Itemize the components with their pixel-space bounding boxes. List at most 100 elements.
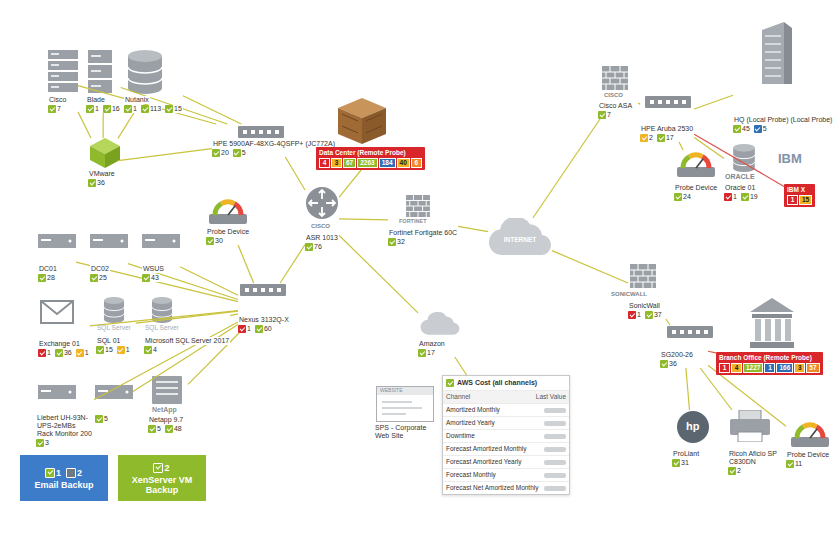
network-link <box>686 368 690 410</box>
device-node: Probe Device30 <box>206 196 250 245</box>
check-square <box>206 237 214 245</box>
status-badge: 45 <box>733 125 751 133</box>
network-link <box>103 113 104 138</box>
check-square <box>36 439 44 447</box>
check-square <box>141 105 149 113</box>
check-square <box>144 346 152 354</box>
status-badge: 36 <box>55 349 73 357</box>
sensor-count: 1 <box>126 346 130 354</box>
device-name: Microsoft SQL Server 2017 <box>144 337 230 345</box>
sensor-count: 5 <box>242 149 246 157</box>
status-badge: 1 <box>76 349 90 357</box>
badge-row: 11 <box>786 460 830 468</box>
status-count: 1 <box>764 363 775 373</box>
check-square <box>117 346 125 354</box>
sensor-count: 113 <box>150 105 161 113</box>
badge-row: 4 <box>144 346 230 354</box>
device-node: ASR 101376 <box>305 186 339 251</box>
check-square <box>153 463 163 473</box>
blurred-value <box>544 408 566 413</box>
check-square <box>165 425 173 433</box>
status-badge: 16 <box>103 105 121 113</box>
sensor-count: 76 <box>314 243 322 251</box>
badge-row: 1 113 15 <box>124 105 183 113</box>
badge-row: 36 <box>660 360 708 368</box>
network-link <box>183 96 241 124</box>
probe-icon <box>677 155 715 177</box>
badge-row: 2 <box>153 463 170 473</box>
status-badge: 5 <box>148 425 162 433</box>
network-link <box>128 264 238 300</box>
switch-icon <box>667 326 713 338</box>
status-badge: 2 <box>153 463 170 473</box>
table-row: Forecast Monthly <box>443 468 569 481</box>
network-link <box>133 325 238 392</box>
sensor-count: 1 <box>133 105 137 113</box>
switch-icon <box>645 96 691 108</box>
device-node: Nexus 3132Q-X160 <box>238 283 290 333</box>
probe-title: Branch Office (Remote Probe) <box>719 354 820 362</box>
device-node: 5 <box>95 384 133 423</box>
blade-icon <box>88 50 112 93</box>
switch-icon <box>238 126 284 138</box>
table-row: Amortized Yearly <box>443 416 569 429</box>
table-row: Downtime <box>443 429 569 442</box>
cloud-outline <box>489 218 551 255</box>
check-square <box>86 105 94 113</box>
sensor-count: 24 <box>683 193 691 201</box>
device-node: Probe Device11 <box>786 419 830 468</box>
device-name: Oracle 01 <box>724 184 756 192</box>
firewall-icon <box>630 264 656 288</box>
table-cell: Forecast Amortized Yearly <box>446 458 544 466</box>
device-name: Probe Device <box>786 451 830 459</box>
device-name: HQ (Local Probe) (Local Probe) <box>733 116 833 124</box>
status-badge: 17 <box>418 349 436 357</box>
status-badge: 1 <box>124 105 138 113</box>
rack-icon <box>95 385 133 399</box>
status-badge: 3 <box>36 439 50 447</box>
firewall-icon <box>602 66 628 90</box>
status-count: 40 <box>397 158 410 168</box>
check-square <box>786 460 794 468</box>
badge-row: 7 <box>48 105 78 113</box>
probe-title: Data Center (Remote Probe) <box>319 149 422 157</box>
blurred-value <box>544 421 566 426</box>
server-icon <box>38 234 76 248</box>
badge-row: 7 <box>598 111 638 119</box>
badge-row: 76 <box>305 243 339 251</box>
device-node: 12Email Backup <box>20 455 108 501</box>
network-link <box>694 95 733 109</box>
sensor-count: 2 <box>737 467 741 475</box>
device-name: Fortinet Fortigate 60C <box>388 229 458 237</box>
status-badge: 2 <box>640 134 654 142</box>
sensor-count: 17 <box>666 134 674 142</box>
sensor-count: 2 <box>649 134 653 142</box>
sensor-count: 5 <box>157 425 161 433</box>
panel-header: AWS Cost (all channels) <box>443 376 569 390</box>
table-header: ChannelLast Value <box>443 390 569 403</box>
status-badge: 1 <box>238 325 252 333</box>
check-square <box>90 274 98 282</box>
sensor-count: 15 <box>174 105 182 113</box>
status-badge: 60 <box>255 325 273 333</box>
logo-label: NetApp <box>152 406 177 413</box>
device-node: IBM X115 <box>784 184 815 207</box>
status-badge: 11 <box>786 460 803 468</box>
badge-row: 2 17 <box>640 134 694 142</box>
badge-row: 1 60 <box>238 325 290 333</box>
check-square <box>741 193 749 201</box>
device-node: Blade116 <box>86 50 121 113</box>
status-badge: 19 <box>741 193 759 201</box>
device-node: Netapp 9.7548 <box>148 376 188 433</box>
device-name: ProLiant <box>672 450 700 458</box>
device-name: Cisco <box>48 96 68 104</box>
device-node: INTERNET <box>488 218 552 256</box>
sensor-count: 1 <box>247 325 251 333</box>
status-badge: 1 <box>117 346 131 354</box>
check-square <box>418 349 426 357</box>
check-square <box>640 134 648 142</box>
check-square <box>754 125 762 133</box>
sensor-count: 36 <box>64 349 72 357</box>
device-name: SQL 01 <box>96 337 121 345</box>
table-row: Forecast Amortized Monthly <box>443 442 569 455</box>
